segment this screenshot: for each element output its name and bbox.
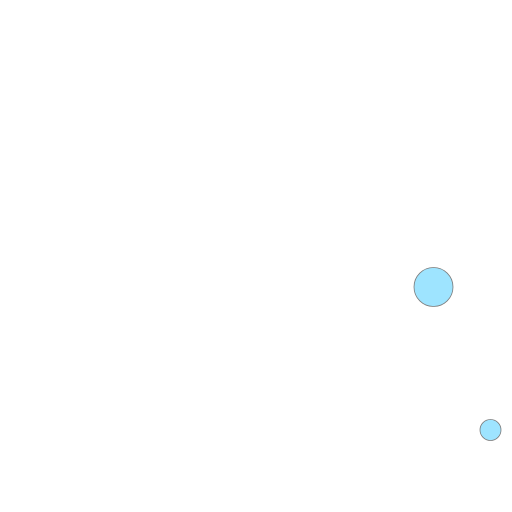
circle-small [479, 419, 502, 441]
circle-large [413, 267, 454, 307]
